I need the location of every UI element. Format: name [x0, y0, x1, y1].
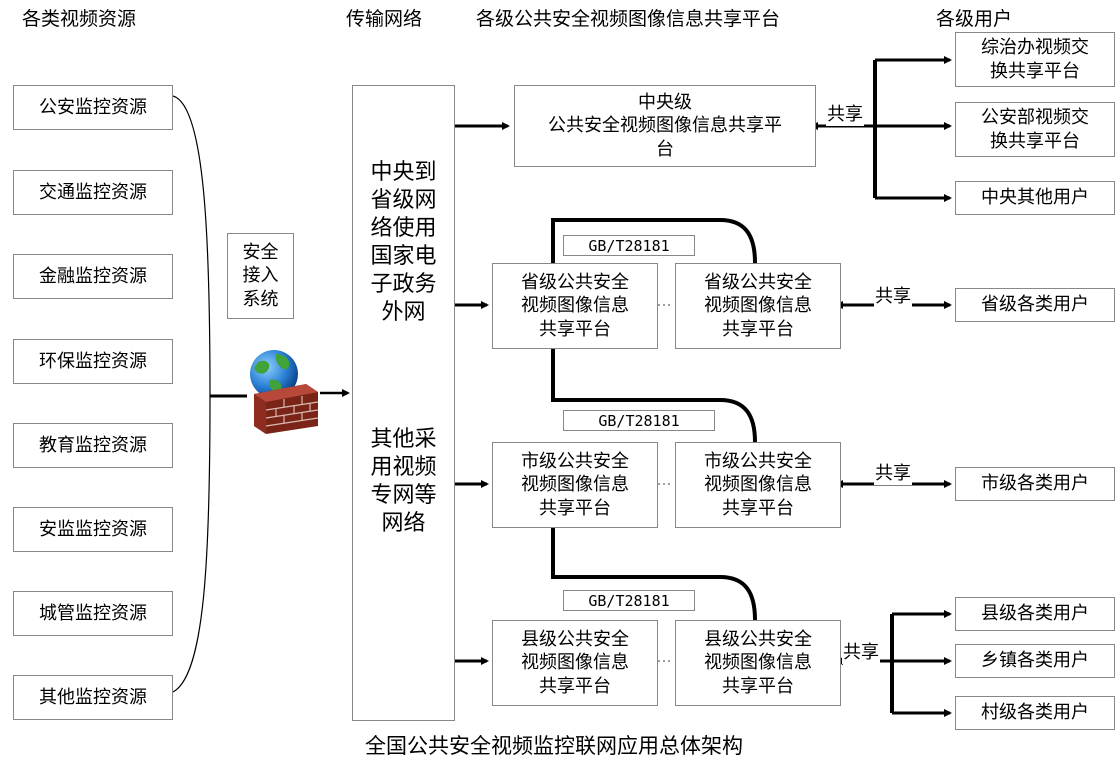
source-box: 其他监控资源 [13, 675, 173, 720]
user-box: 综治办视频交 换共享平台 [955, 32, 1115, 87]
header-network: 传输网络 [346, 8, 423, 30]
share-label: 共享 [874, 459, 912, 485]
header-platforms: 各级公共安全视频图像信息共享平台 [476, 8, 781, 30]
network-box: 中央到 省级网 络使用 国家电 子政务 外网 其他采 用视频 专网等 网络 [352, 85, 455, 721]
secure-access-box: 安全 接入 系统 [227, 233, 294, 319]
globe-firewall-icon [250, 350, 319, 434]
central-platform: 中央级 公共安全视频图像信息共享平 台 [514, 85, 816, 167]
user-box: 县级各类用户 [955, 597, 1115, 631]
diagram-caption: 全国公共安全视频监控联网应用总体架构 [365, 734, 743, 758]
user-box: 市级各类用户 [955, 467, 1115, 501]
user-box: 村级各类用户 [955, 696, 1115, 730]
source-box: 金融监控资源 [13, 254, 173, 299]
source-box: 交通监控资源 [13, 170, 173, 215]
header-sources: 各类视频资源 [22, 8, 137, 30]
share-label: 共享 [874, 282, 912, 308]
city-platform-left: 市级公共安全 视频图像信息 共享平台 [492, 442, 658, 528]
standard-tag: GB/T28181 [563, 590, 695, 611]
user-box: 乡镇各类用户 [955, 644, 1115, 678]
county-platform-right: 县级公共安全 视频图像信息 共享平台 [675, 620, 841, 706]
network-video-private: 其他采 用视频 专网等 网络 [370, 427, 437, 536]
user-box: 公安部视频交 换共享平台 [955, 102, 1115, 157]
user-box: 省级各类用户 [955, 288, 1115, 322]
standard-tag: GB/T28181 [563, 410, 715, 431]
source-box: 公安监控资源 [13, 85, 173, 130]
standard-tag: GB/T28181 [563, 235, 695, 256]
source-box: 安监监控资源 [13, 507, 173, 552]
province-platform-right: 省级公共安全 视频图像信息 共享平台 [675, 263, 841, 349]
city-platform-right: 市级公共安全 视频图像信息 共享平台 [675, 442, 841, 528]
user-box: 中央其他用户 [955, 181, 1115, 215]
network-national-egov: 中央到 省级网 络使用 国家电 子政务 外网 [370, 160, 437, 325]
source-box: 环保监控资源 [13, 339, 173, 384]
share-label: 共享 [842, 638, 880, 664]
source-box: 城管监控资源 [13, 591, 173, 636]
source-box: 教育监控资源 [13, 423, 173, 468]
header-users: 各级用户 [936, 8, 1013, 30]
share-label: 共享 [826, 100, 864, 126]
county-platform-left: 县级公共安全 视频图像信息 共享平台 [492, 620, 658, 706]
province-platform-left: 省级公共安全 视频图像信息 共享平台 [492, 263, 658, 349]
